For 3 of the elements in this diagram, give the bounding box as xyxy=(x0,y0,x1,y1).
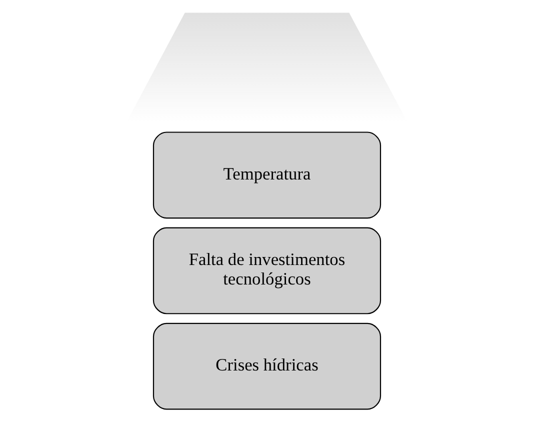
node-box: Crises hídricas xyxy=(152,322,382,410)
node-box: Temperatura xyxy=(152,132,382,219)
node-box: Falta de investimentos tecnológicos xyxy=(152,227,382,314)
